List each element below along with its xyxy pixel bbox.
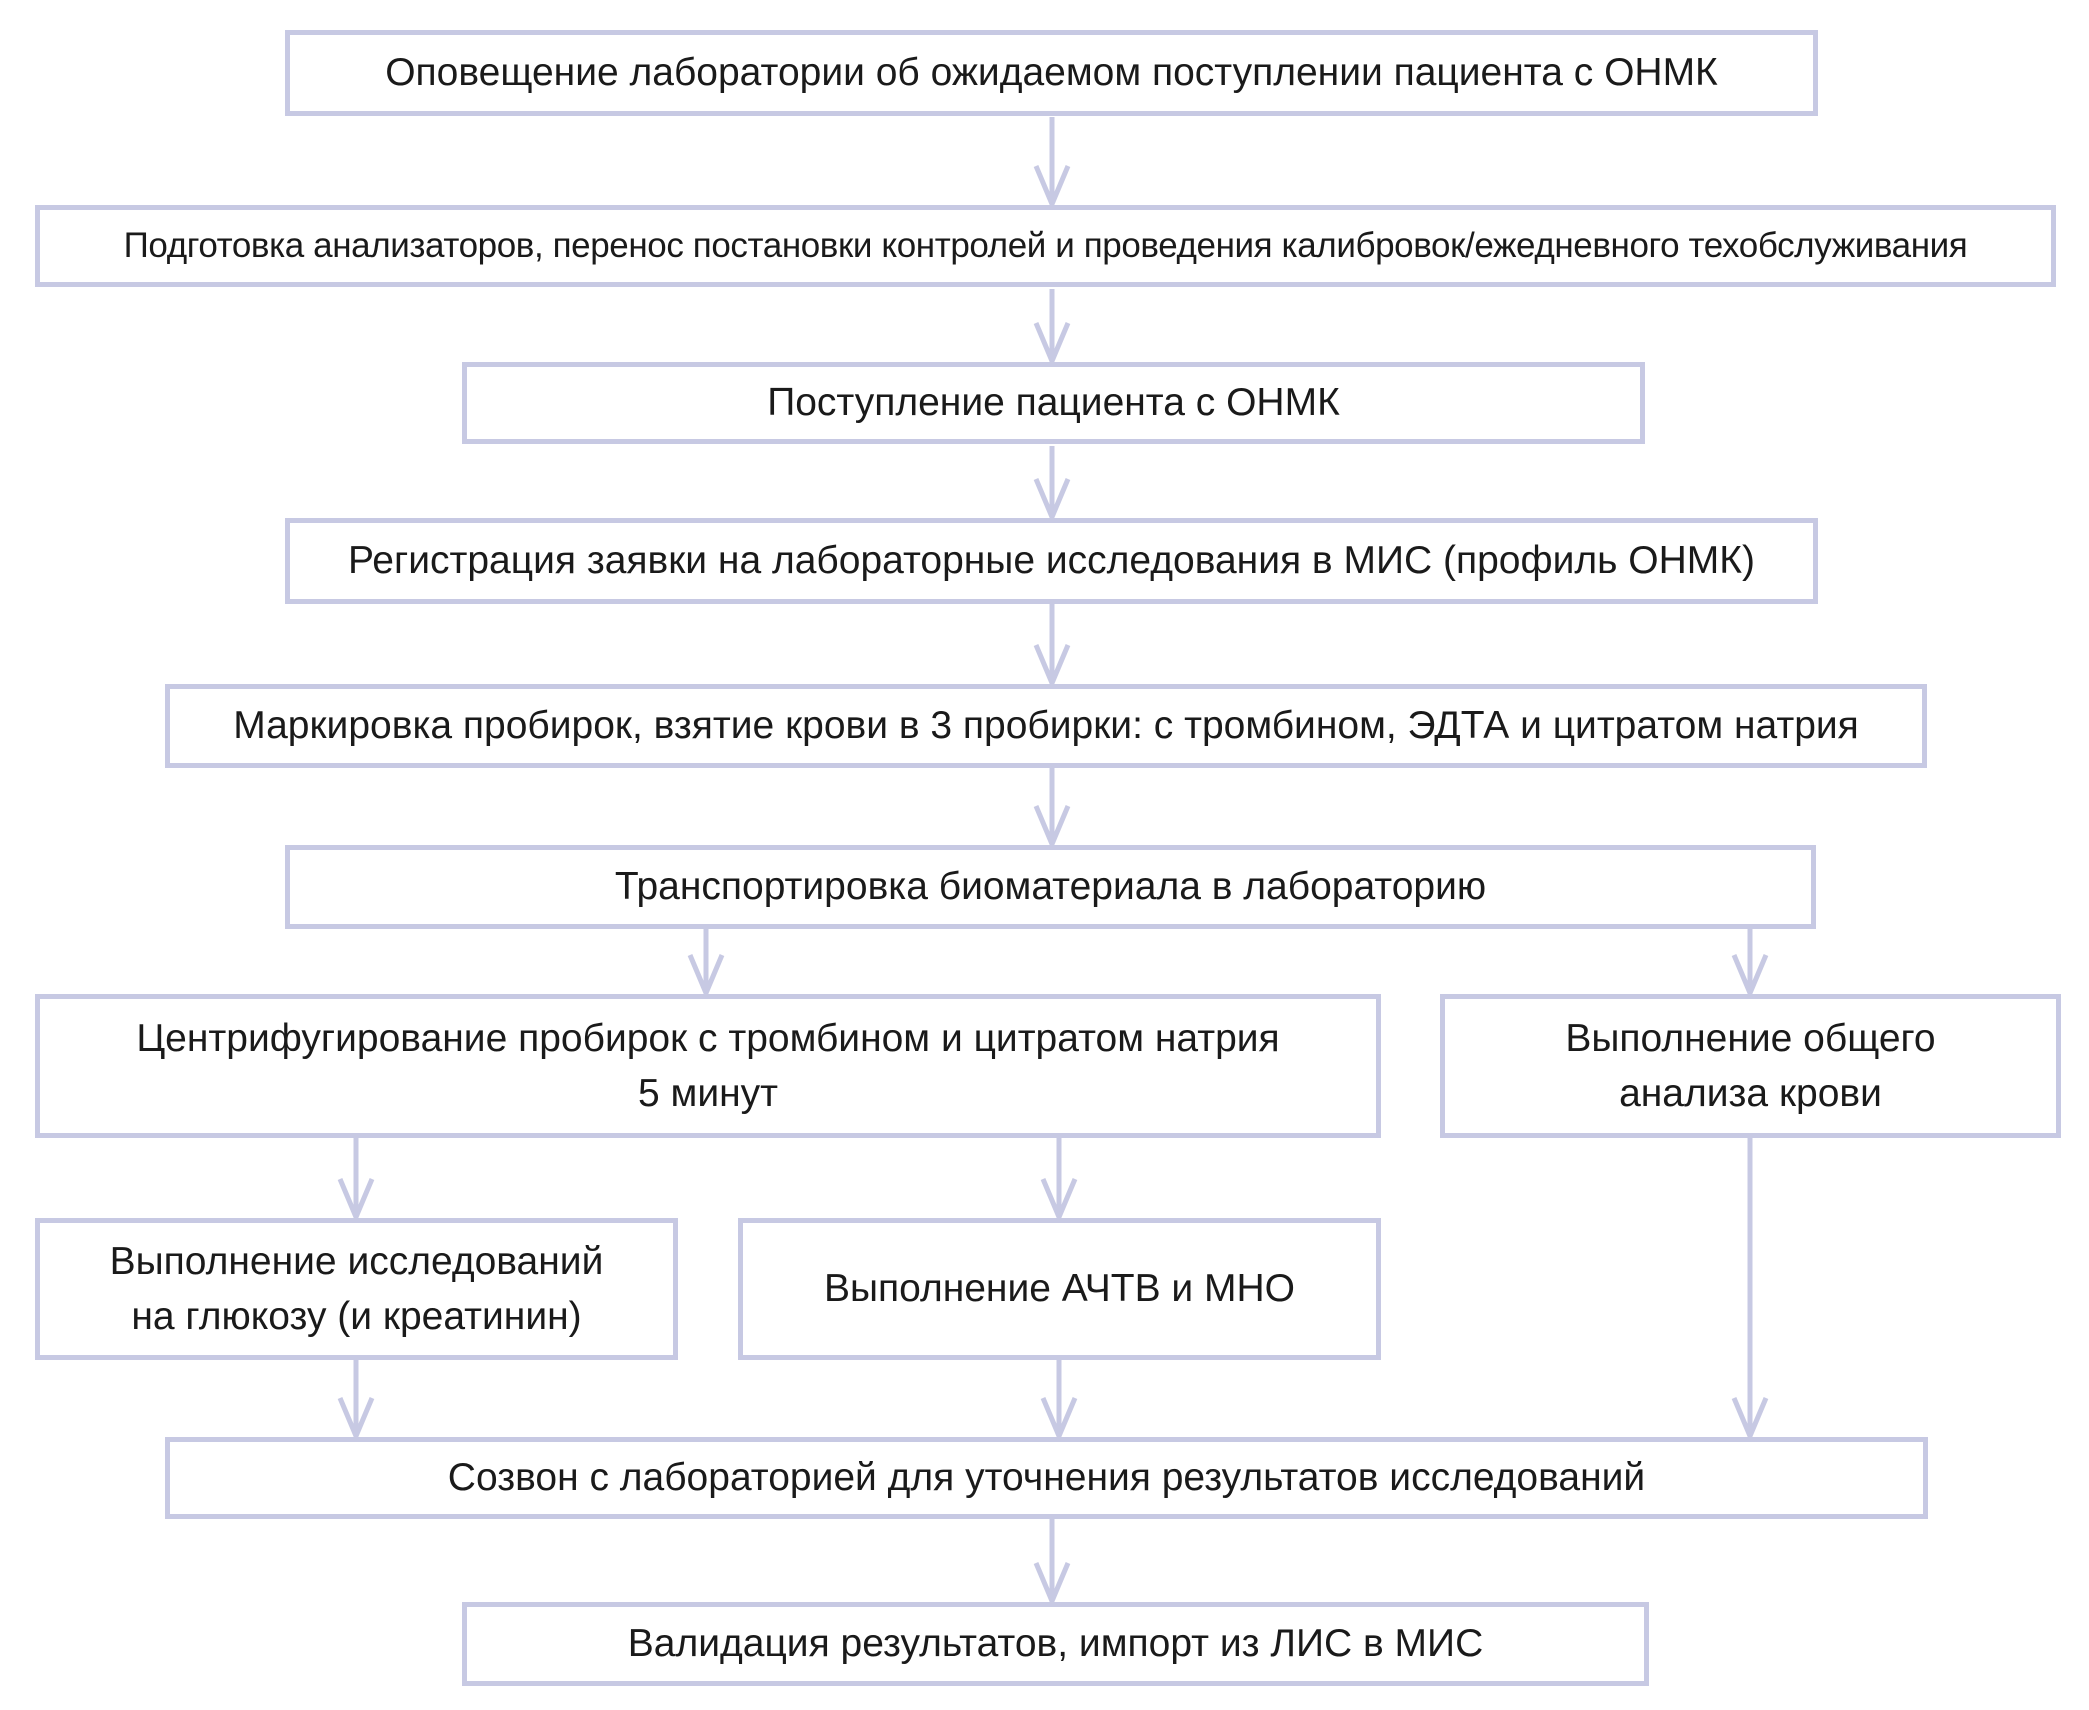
node-prepare-analyzers: Подготовка анализаторов, перенос постано… xyxy=(35,205,2056,287)
node-transport-biomaterial: Транспортировка биоматериала в лаборатор… xyxy=(285,845,1816,929)
arrow-transport-to-cbc xyxy=(1731,929,1769,1000)
node-patient-arrival: Поступление пациента с ОНМК xyxy=(462,362,1645,444)
arrow-cbc-to-call xyxy=(1731,1138,1769,1443)
arrow-prepare-to-arrival xyxy=(1033,289,1071,368)
node-centrifuge: Центрифугирование пробирок с тромбином и… xyxy=(35,994,1381,1138)
arrow-centrifuge-to-aptt xyxy=(1040,1138,1078,1224)
node-validation-import: Валидация результатов, импорт из ЛИС в М… xyxy=(462,1602,1649,1686)
node-aptt-inr-test: Выполнение АЧТВ и МНО xyxy=(738,1218,1381,1360)
arrow-glucose-to-call xyxy=(337,1360,375,1443)
arrow-transport-to-centrifuge xyxy=(687,929,725,1000)
arrow-arrival-to-register xyxy=(1033,446,1071,524)
arrow-centrifuge-to-glucose xyxy=(337,1138,375,1224)
arrow-call-to-validation xyxy=(1033,1519,1071,1608)
node-cbc-test: Выполнение общего анализа крови xyxy=(1440,994,2061,1138)
arrow-notify-to-prepare xyxy=(1033,117,1071,211)
node-notify-lab: Оповещение лаборатории об ожидаемом пост… xyxy=(285,30,1818,116)
arrow-marking-to-transport xyxy=(1033,768,1071,851)
node-register-request: Регистрация заявки на лабораторные иссле… xyxy=(285,518,1818,604)
arrow-aptt-to-call xyxy=(1040,1360,1078,1443)
arrow-register-to-marking xyxy=(1033,604,1071,690)
node-glucose-test: Выполнение исследований на глюкозу (и кр… xyxy=(35,1218,678,1360)
node-call-lab: Созвон с лабораторией для уточнения резу… xyxy=(165,1437,1928,1519)
node-tube-marking: Маркировка пробирок, взятие крови в 3 пр… xyxy=(165,684,1927,768)
